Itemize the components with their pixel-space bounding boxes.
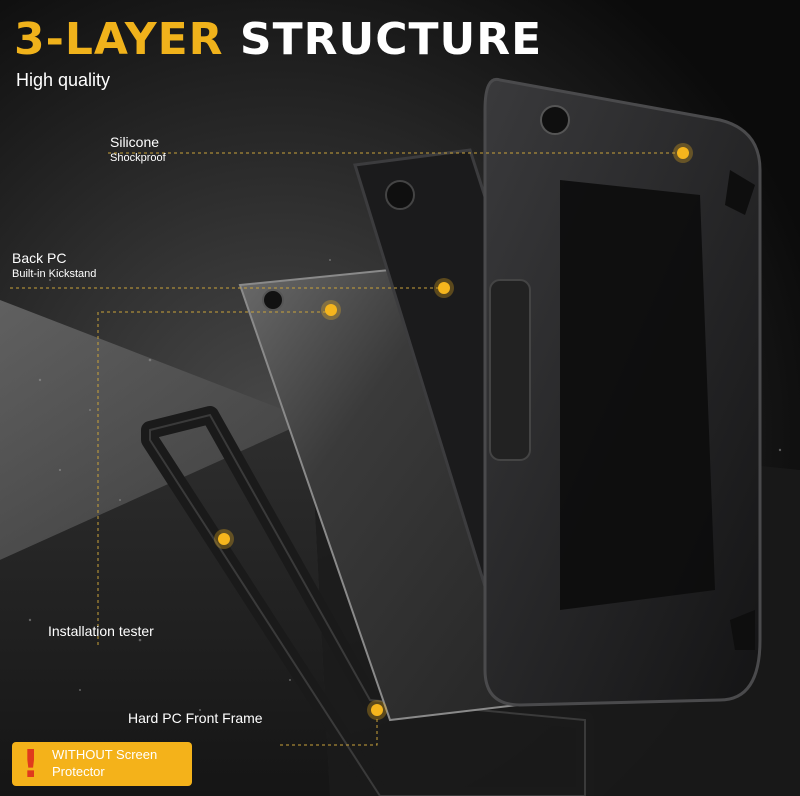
title-rest: STRUCTURE	[239, 14, 543, 65]
title-highlight: 3-LAYER	[14, 14, 224, 65]
label-back-pc-sub: Built-in Kickstand	[12, 268, 97, 280]
label-back-pc: Back PC Built-in Kickstand	[12, 250, 96, 280]
frame-leader	[280, 710, 378, 746]
subtitle: High quality	[16, 70, 111, 90]
label-silicone-main: Silicone	[110, 134, 160, 150]
label-front-frame-main: Hard PC Front Frame	[128, 710, 263, 726]
exclamation-icon: !	[22, 742, 40, 786]
label-back-pc-main: Back PC	[12, 250, 67, 266]
stone-block-front	[0, 420, 330, 796]
tablet-camera	[262, 289, 284, 311]
label-silicone: Silicone Shockproof	[110, 134, 166, 164]
label-front-frame: Hard PC Front Frame	[128, 710, 263, 726]
label-installation-tester: Installation tester	[48, 623, 154, 639]
callout-dots	[214, 143, 693, 720]
label-installation-tester-main: Installation tester	[48, 623, 154, 639]
tablet	[240, 265, 560, 720]
page-title: 3-LAYER STRUCTURE	[14, 14, 542, 65]
tester-leader	[97, 311, 330, 645]
label-silicone-sub: Shockproof	[110, 152, 166, 164]
warning-badge: ! WITHOUT Screen Protector	[12, 742, 192, 786]
warning-text: WITHOUT Screen Protector	[52, 747, 158, 779]
